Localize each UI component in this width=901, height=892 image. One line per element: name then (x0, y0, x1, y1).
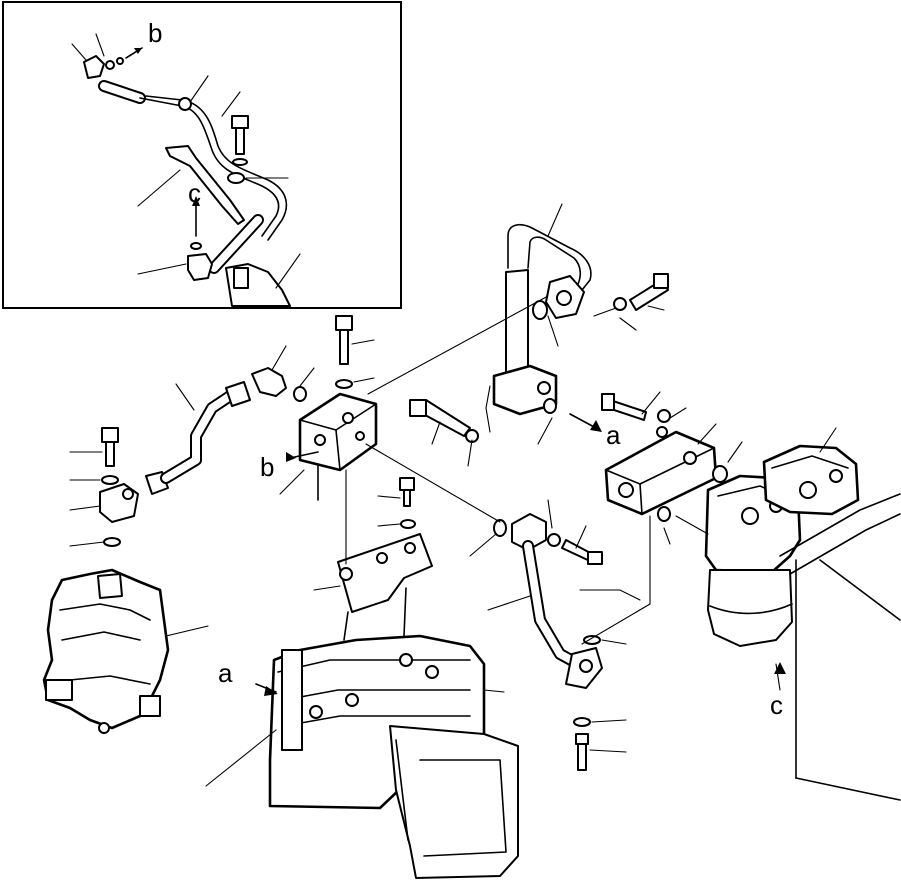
ref-label-c-inset: c (188, 178, 201, 208)
ref-label-a-main: a (218, 658, 233, 688)
upper-right-bolt (593, 273, 669, 331)
inset-hose (98, 80, 288, 274)
inset-leaders (71, 33, 301, 289)
ref-label-a-right: a (606, 420, 621, 450)
ref-label-b-main: b (260, 452, 274, 482)
central-valve-block (279, 392, 378, 501)
valve-bracket (313, 477, 433, 613)
inset-bolt (227, 115, 249, 184)
inset-c-fitting (187, 196, 213, 281)
inset-clamp (165, 145, 245, 225)
guide-lines (345, 295, 709, 645)
ref-label-b-inset: b (148, 18, 162, 48)
left-hose (145, 381, 251, 495)
pump-assembly (42, 568, 209, 734)
filter-assembly (704, 427, 901, 801)
inset-detail: b c (2, 1, 402, 309)
middle-bolt (409, 399, 479, 467)
left-adapter-block (69, 427, 139, 547)
ref-label-c-main: c (770, 690, 783, 720)
inset-elbow-fitting (83, 47, 143, 79)
arrow-a-right (569, 413, 602, 432)
right-bolt (601, 391, 687, 438)
elbow-fitting (251, 345, 315, 402)
lower-hose (469, 499, 627, 771)
main-control-valve (205, 587, 519, 879)
upper-pipe (492, 203, 592, 445)
inset-frame (2, 1, 402, 309)
inset-base-block (225, 263, 291, 307)
valve-top-bolt (335, 315, 375, 389)
right-manifold (604, 423, 743, 545)
